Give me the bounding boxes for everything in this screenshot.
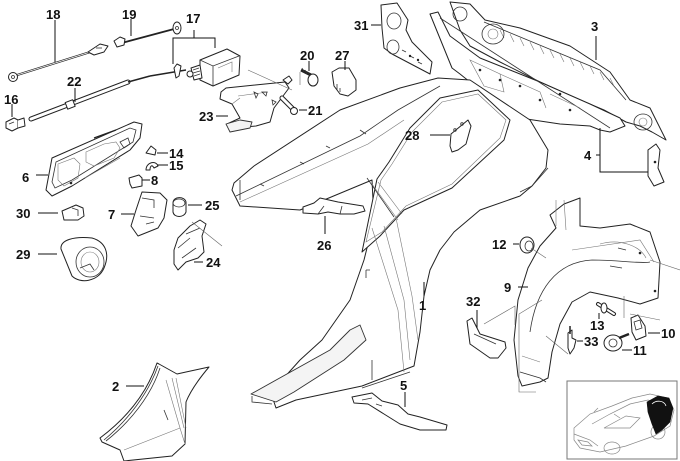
- part-14-buffer[interactable]: [145, 145, 157, 156]
- part-8-clip[interactable]: [128, 174, 143, 189]
- part-29-grommet[interactable]: [60, 237, 108, 282]
- callout-21[interactable]: 21: [308, 103, 322, 118]
- callout-10[interactable]: 10: [661, 326, 675, 341]
- callout-1[interactable]: 1: [419, 298, 426, 313]
- callout-30[interactable]: 30: [16, 206, 30, 221]
- callout-9[interactable]: 9: [504, 280, 511, 295]
- part-6-filler-housing[interactable]: [45, 121, 143, 197]
- callout-4[interactable]: 4: [584, 148, 592, 163]
- highlighted-quarter-panel: [646, 395, 674, 435]
- callout-13[interactable]: 13: [590, 318, 604, 333]
- callout-27[interactable]: 27: [335, 48, 349, 63]
- part-10-clip-nut[interactable]: [629, 313, 661, 341]
- callout-3[interactable]: 3: [591, 19, 598, 34]
- part-16-rivet[interactable]: [5, 117, 26, 132]
- guide-9: [518, 259, 680, 393]
- part-32-mud-flap-bracket[interactable]: [466, 305, 516, 359]
- callout-11[interactable]: 11: [633, 343, 647, 358]
- callout-2[interactable]: 2: [112, 379, 119, 394]
- part-1-sill[interactable]: [250, 324, 367, 405]
- callout-20[interactable]: 20: [300, 48, 314, 63]
- callout-23[interactable]: 23: [199, 109, 213, 124]
- part-21-bolt[interactable]: [279, 95, 298, 115]
- part-9-wheel-arch-liner[interactable]: [513, 197, 661, 387]
- part-30-clamp[interactable]: [61, 204, 85, 221]
- callout-15[interactable]: 15: [169, 158, 183, 173]
- callout-7[interactable]: 7: [108, 207, 115, 222]
- callout-25[interactable]: 25: [205, 198, 219, 213]
- callout-24[interactable]: 24: [206, 255, 221, 270]
- callout-17[interactable]: 17: [186, 11, 200, 26]
- callout-29[interactable]: 29: [16, 247, 30, 262]
- part-19-cable-pull[interactable]: [113, 21, 182, 48]
- part-1-side-panel[interactable]: [231, 77, 549, 409]
- callout-16[interactable]: 16: [4, 92, 18, 107]
- part-5-sill-reinforcement[interactable]: [351, 392, 448, 431]
- part-33-rivet[interactable]: [545, 326, 577, 355]
- part-7-bracket[interactable]: [130, 191, 168, 237]
- leader-17: [172, 30, 216, 64]
- part-13-rivet[interactable]: [596, 296, 625, 318]
- callout-33[interactable]: 33: [584, 334, 598, 349]
- part-24-bracket-clip[interactable]: [173, 219, 223, 271]
- callout-14[interactable]: 14: [169, 146, 184, 161]
- callout-6[interactable]: 6: [22, 170, 29, 185]
- part-22-bowden-cable[interactable]: [28, 75, 151, 122]
- part-17-actuator[interactable]: [149, 48, 241, 87]
- part-15-clip[interactable]: [145, 162, 159, 171]
- callout-19[interactable]: 19: [122, 7, 136, 22]
- callout-22[interactable]: 22: [67, 74, 81, 89]
- part-18-release-cable[interactable]: [8, 43, 109, 82]
- part-26-reinforcement[interactable]: [302, 197, 366, 215]
- callout-26[interactable]: 26: [317, 238, 331, 253]
- part-31-bracket[interactable]: [380, 2, 433, 75]
- callout-18[interactable]: 18: [46, 7, 60, 22]
- leader-4: [596, 128, 648, 173]
- part-27-cover[interactable]: [331, 67, 357, 97]
- callout-12[interactable]: 12: [492, 237, 506, 252]
- car-overview-icon: [573, 393, 675, 455]
- callout-28[interactable]: 28: [405, 128, 419, 143]
- part-12-grommet[interactable]: [519, 236, 547, 259]
- part-3-rear-panel[interactable]: [449, 1, 667, 141]
- part-25-rubber-buffer[interactable]: [172, 197, 187, 217]
- callout-8[interactable]: 8: [151, 173, 158, 188]
- part-11-screw-washer[interactable]: [603, 332, 630, 352]
- part-23-holder[interactable]: [219, 69, 293, 133]
- vehicle-location-inset: [566, 380, 678, 460]
- part-20-screw[interactable]: [300, 67, 319, 87]
- callout-31[interactable]: 31: [354, 18, 368, 33]
- callout-5[interactable]: 5: [400, 378, 407, 393]
- part-2-b-pillar-lower[interactable]: [99, 362, 210, 461]
- callout-32[interactable]: 32: [466, 294, 480, 309]
- part-28-window-bracket[interactable]: [449, 119, 472, 153]
